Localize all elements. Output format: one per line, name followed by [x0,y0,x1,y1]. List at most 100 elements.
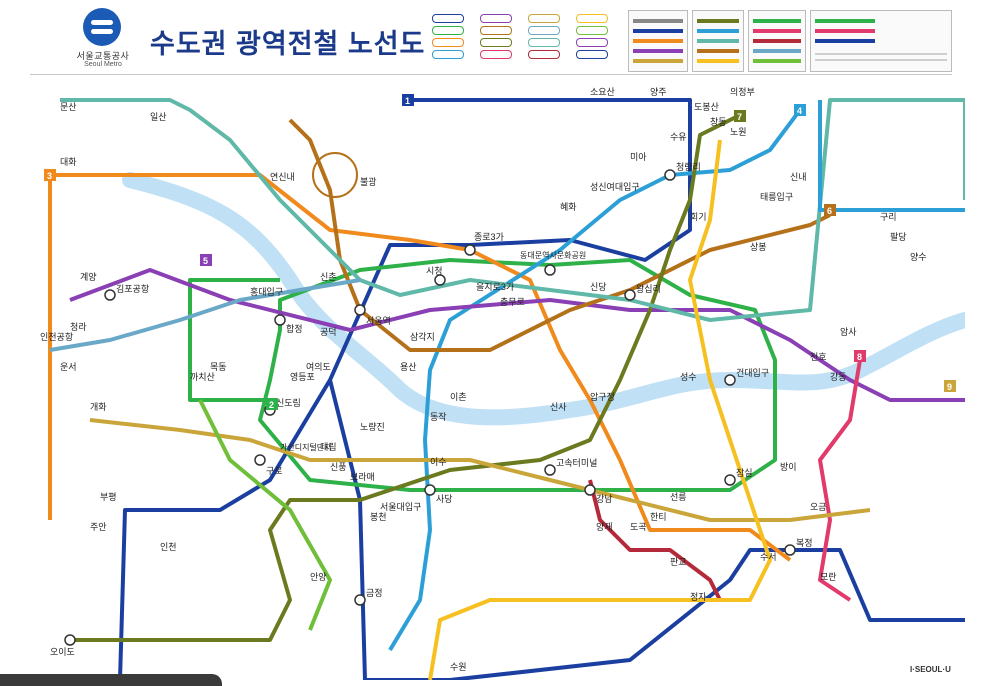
label-hoegi[interactable]: 회기 [690,212,707,222]
station-oido[interactable] [64,634,76,646]
label-yangju[interactable]: 양주 [650,87,667,97]
label-gangnam[interactable]: 강남 [596,494,613,504]
label-chungmuro[interactable]: 충무로 [500,297,525,307]
label-yongsan[interactable]: 용산 [400,362,417,372]
label-paldang[interactable]: 팔당 [890,231,907,242]
label-sangbong[interactable]: 상봉 [750,242,767,252]
station-geumjeong[interactable] [354,594,366,606]
label-cheonho[interactable]: 천호 [810,352,827,362]
label-incheon[interactable]: 인천 [160,542,177,552]
subway-map-canvas[interactable]: 서울역 시청 종로3가 동대문역사문화공원 왕십리 합정 신도림 용산 여의도 … [30,80,973,682]
label-mokdong[interactable]: 목동 [210,362,227,372]
label-geumjeong[interactable]: 금정 [366,588,383,598]
label-samgakji[interactable]: 삼각지 [410,331,435,342]
station-cheongnyangni[interactable] [664,169,676,181]
label-incheon-airport[interactable]: 인천공항 [40,332,73,342]
label-changdong[interactable]: 창동 [710,117,727,127]
station-wangsimni[interactable] [624,289,636,301]
label-sinnae[interactable]: 신내 [790,172,807,182]
station-konkuk[interactable] [724,374,736,386]
label-ichon[interactable]: 이촌 [450,392,467,402]
label-euljiro3ga[interactable]: 을지로3가 [476,282,514,292]
label-hanti[interactable]: 한티 [650,512,667,522]
label-sinsa[interactable]: 신사 [550,402,567,412]
label-yeouido[interactable]: 여의도 [306,361,331,372]
label-sindang[interactable]: 신당 [590,282,607,292]
label-seongsu[interactable]: 성수 [680,372,697,382]
label-yangjae[interactable]: 양재 [596,522,613,532]
station-express-bus[interactable] [544,464,556,476]
label-kimpo[interactable]: 김포공항 [116,283,149,294]
label-gangdong[interactable]: 강동 [830,372,847,382]
label-bulgwang[interactable]: 불광 [360,176,377,187]
label-oido[interactable]: 오이도 [50,647,75,657]
label-isu[interactable]: 이수 [430,457,447,467]
label-guri[interactable]: 구리 [880,212,897,222]
label-uijeongbu[interactable]: 의정부 [730,87,755,97]
label-soyosan[interactable]: 소요산 [590,87,615,97]
label-city-hall[interactable]: 시청 [426,266,443,276]
label-hyehwa[interactable]: 혜화 [560,201,577,212]
station-seoul[interactable] [354,304,366,316]
label-sadang[interactable]: 사당 [436,494,453,504]
label-bokjeong[interactable]: 복정 [796,538,813,548]
label-gasan[interactable]: 가산디지털단지 [280,442,332,452]
label-noryangjin[interactable]: 노량진 [360,421,385,432]
label-nowon[interactable]: 노원 [730,127,747,137]
label-sindorim[interactable]: 신도림 [276,397,301,408]
station-guro[interactable] [254,454,266,466]
label-ogeum[interactable]: 오금 [810,502,827,512]
label-bupyeong[interactable]: 부평 [100,492,117,502]
label-apgujeong[interactable]: 압구정 [590,391,615,402]
label-hapjeong[interactable]: 합정 [286,324,303,334]
label-munsan[interactable]: 문산 [60,102,77,112]
label-konkuk[interactable]: 건대입구 [736,367,769,378]
label-seoul[interactable]: 서울역 [366,316,391,326]
label-sungshin[interactable]: 성신여대입구 [590,181,640,192]
label-hongdae[interactable]: 홍대입구 [250,286,283,297]
label-jongno3ga[interactable]: 종로3가 [474,232,504,242]
station-sadang[interactable] [424,484,436,496]
label-guro[interactable]: 구로 [266,466,283,476]
label-sinpung[interactable]: 신풍 [330,462,347,472]
label-daerim[interactable]: 대림 [320,441,337,452]
label-yeonsinnae[interactable]: 연신내 [270,172,295,182]
label-express-bus[interactable]: 고속터미널 [556,458,597,468]
label-bongcheon[interactable]: 봉천 [370,512,387,522]
label-seoul-nat-univ[interactable]: 서울대입구 [380,501,421,512]
label-dongdaemun[interactable]: 동대문역사문화공원 [520,250,586,260]
label-yangsu[interactable]: 양수 [910,252,927,262]
label-suyu[interactable]: 수유 [670,132,687,142]
label-cheongnyangni[interactable]: 청량리 [676,161,701,172]
label-wangsimni[interactable]: 왕십리 [636,284,661,294]
label-boramae[interactable]: 보라매 [350,472,375,482]
label-juan[interactable]: 주안 [90,522,107,532]
label-mia[interactable]: 미아 [630,152,647,162]
label-suwon[interactable]: 수원 [450,662,467,672]
station-dongdaemun[interactable] [544,264,556,276]
label-daehwa[interactable]: 대화 [60,157,77,167]
label-ilsan[interactable]: 일산 [150,112,167,122]
label-gongdeok[interactable]: 공덕 [320,327,337,337]
label-dongjak[interactable]: 동작 [430,412,447,422]
label-dobongsan[interactable]: 도봉산 [694,102,719,112]
station-bokjeong[interactable] [784,544,796,556]
label-unseo[interactable]: 운서 [60,362,77,372]
label-suseo[interactable]: 수서 [760,552,777,562]
label-amsa[interactable]: 암사 [840,326,857,337]
label-yeongdeungpo[interactable]: 영등포 [290,372,315,382]
station-gangnam[interactable] [584,484,596,496]
label-gyeyang[interactable]: 계양 [80,271,97,282]
label-seolleung[interactable]: 선릉 [670,492,687,502]
label-pangyo[interactable]: 판교 [670,557,687,567]
station-kimpo[interactable] [104,289,116,301]
label-cheongna[interactable]: 청라 [70,322,87,332]
label-sinchon[interactable]: 신촌 [320,272,337,282]
label-kkachisan[interactable]: 까치산 [190,371,215,382]
station-jamsil[interactable] [724,474,736,486]
label-moran[interactable]: 모란 [820,571,837,582]
label-gaehwa[interactable]: 개화 [90,402,107,412]
subway-map[interactable]: 서울역 시청 종로3가 동대문역사문화공원 왕십리 합정 신도림 용산 여의도 … [30,80,973,682]
station-hapjeong[interactable] [274,314,286,326]
label-bangi[interactable]: 방이 [780,462,797,472]
